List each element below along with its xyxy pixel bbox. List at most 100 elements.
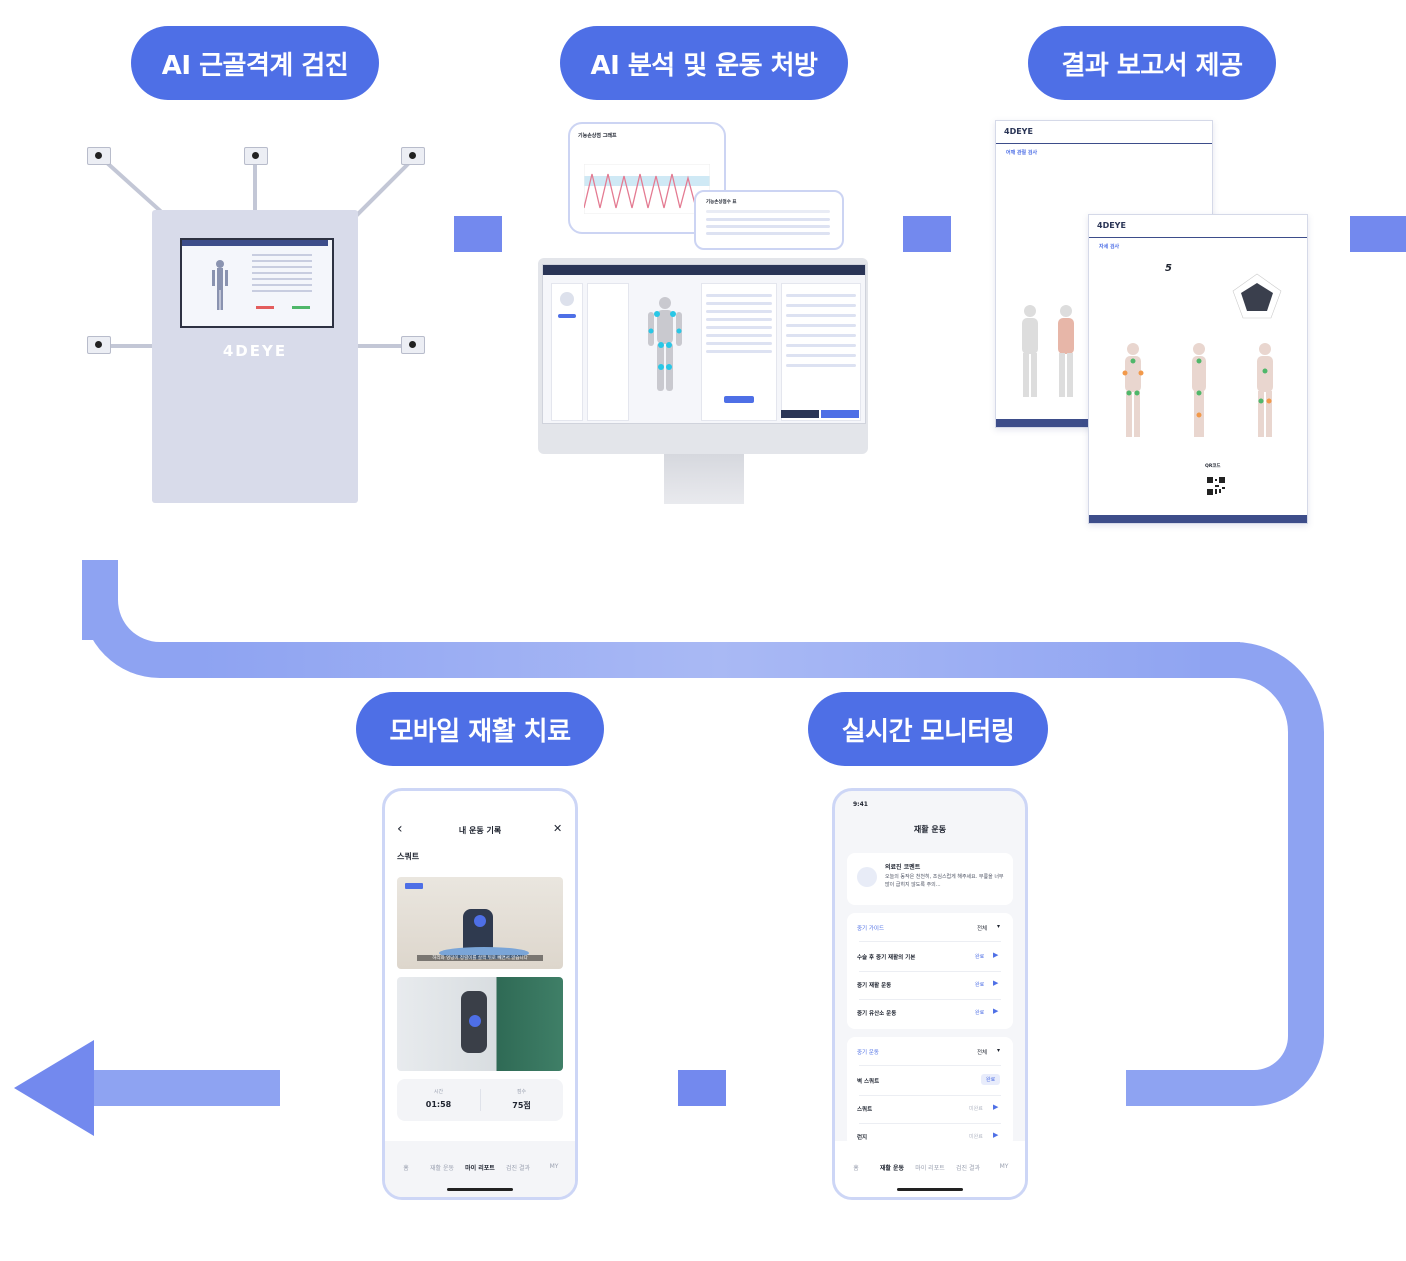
exercise-name: 스쿼트 [397, 852, 420, 861]
status-complete-badge: 완료 [981, 1074, 1001, 1085]
guide-filter[interactable]: 전체 [977, 926, 988, 932]
posture-count: 5 [1165, 263, 1172, 274]
exercise-item[interactable]: 벽 스쿼트 [857, 1079, 880, 1085]
exercise-video-1[interactable]: 허리와 엉덩이 정렬이를 살짝 뒤로 빼면서 앉습니다 [397, 877, 563, 969]
nav-my[interactable]: MY [985, 1163, 1023, 1170]
flow-line-curve-right-bottom [1200, 1000, 1324, 1106]
camera-icon [87, 336, 111, 354]
play-icon[interactable]: ▶ [993, 979, 999, 987]
comment-card: 의료진 코멘트 오늘의 동작은 천천히, 조심스럽게 해주세요. 무릎을 너무 … [847, 853, 1013, 905]
flow-line-bottom-right [1126, 1070, 1206, 1106]
status-time: 9:41 [853, 801, 868, 808]
table-card: 기능손상점수 표 [694, 190, 844, 250]
qr-label: QR코드 [1205, 464, 1221, 469]
nav-result[interactable]: 검진 결과 [949, 1163, 987, 1172]
flow-line-vertical-right [1288, 760, 1324, 1010]
video-caption: 허리와 엉덩이 정렬이를 살짝 뒤로 빼면서 앉습니다 [417, 955, 543, 961]
nav-label: 재활 운동 [879, 1165, 905, 1172]
qr-code-icon [1207, 477, 1225, 495]
time-value: 01:58 [425, 1100, 452, 1109]
nav-report[interactable]: 마이 리포트 [461, 1163, 499, 1172]
nav-label: MY [999, 1163, 1009, 1170]
brand-logo: 4DEYE [222, 342, 288, 360]
chevron-down-icon[interactable]: ▾ [997, 923, 1001, 930]
status-complete: 완료 [975, 982, 985, 988]
table-card-title: 기능손상점수 표 [706, 200, 737, 205]
phone-exercise-record: ‹ 내 운동 기록 ✕ 스쿼트 허리와 엉덩이 정렬이를 살짝 뒤로 빼면서 앉… [382, 788, 578, 1200]
play-icon[interactable]: ▶ [993, 1103, 999, 1111]
bottom-nav: 홈 재활 운동 마이 리포트 검진 결과 MY [385, 1141, 575, 1197]
nav-label: 마이 리포트 [915, 1165, 945, 1172]
monitor-frame [538, 258, 868, 454]
stats-card: 시간 01:58 점수 75점 [397, 1079, 563, 1121]
exercise-section-title: 중기 운동 [857, 1050, 879, 1056]
nav-my[interactable]: MY [535, 1163, 573, 1170]
connector-node-4 [678, 1070, 726, 1106]
step-pill-1: AI 근골격계 검진 [131, 26, 379, 100]
report-brand: 4DEYE [1004, 127, 1033, 136]
connector-node-2 [903, 216, 951, 252]
home-indicator [447, 1188, 513, 1191]
connector-node-3 [1350, 216, 1406, 252]
exercise-card: 중기 운동 전체 ▾ 벽 스쿼트 완료 스쿼트 미완료 ▶ 런지 미완료 ▶ [847, 1037, 1013, 1147]
step-pill-4: 실시간 모니터링 [808, 692, 1048, 766]
guide-card: 중기 가이드 전체 ▾ 수술 후 중기 재활의 기본 완료 ▶ 중기 재활 운동… [847, 913, 1013, 1029]
comment-title: 의료진 코멘트 [885, 864, 921, 871]
flow-line-curve-right-top [1200, 642, 1324, 762]
arrow-left-icon [14, 1040, 94, 1136]
status-incomplete: 미완료 [969, 1106, 983, 1112]
comment-body: 오늘의 동작은 천천히, 조심스럽게 해주세요. 무릎을 너무 많이 굽히지 않… [885, 874, 1004, 888]
nav-label: 마이 리포트 [465, 1165, 495, 1172]
nav-label: 홈 [403, 1165, 409, 1172]
flow-line-curve-top-left [82, 600, 202, 678]
exercise-video-2[interactable] [397, 977, 563, 1071]
play-icon[interactable]: ▶ [993, 951, 999, 959]
connector-node-1 [454, 216, 502, 252]
nav-label: 재활 운동 [430, 1165, 454, 1172]
score-value: 75점 [512, 1101, 531, 1110]
play-icon[interactable] [469, 1015, 481, 1027]
camera-icon [87, 147, 111, 165]
header-title: 내 운동 기록 [458, 826, 502, 835]
exercise-item[interactable]: 런지 [857, 1135, 868, 1141]
nav-home[interactable]: 홈 [837, 1163, 875, 1172]
guide-section-title: 중기 가이드 [857, 926, 885, 932]
report-section-shoulder: 어깨 관절 검사 [1006, 150, 1038, 156]
nav-result[interactable]: 검진 결과 [499, 1163, 537, 1172]
header-title: 재활 운동 [913, 825, 947, 834]
guide-item[interactable]: 수술 후 중기 재활의 기본 [857, 955, 916, 961]
prescribe-button[interactable] [724, 396, 754, 403]
score-label: 점수 [516, 1089, 527, 1095]
step-pill-5: 모바일 재활 치료 [356, 692, 604, 766]
doctor-avatar [857, 867, 877, 887]
nav-label: MY [549, 1163, 559, 1170]
back-icon[interactable]: ‹ [397, 821, 403, 837]
report-page-front: 4DEYE 자세 검사 5 QR코드 [1088, 214, 1308, 524]
flow-line-bottom-left [90, 1070, 280, 1106]
exercise-filter[interactable]: 전체 [977, 1050, 988, 1056]
phone-rehab-exercise: 9:41 재활 운동 의료진 코멘트 오늘의 동작은 천천히, 조심스럽게 해주… [832, 788, 1028, 1200]
status-complete: 완료 [975, 1010, 985, 1016]
nav-rehab[interactable]: 재활 운동 [873, 1163, 911, 1172]
chevron-down-icon[interactable]: ▾ [997, 1047, 1001, 1054]
home-indicator [897, 1188, 963, 1191]
nav-label: 검진 결과 [506, 1165, 530, 1172]
report-brand: 4DEYE [1097, 221, 1126, 230]
nav-label: 검진 결과 [956, 1165, 980, 1172]
graph-card-title: 기능손상점 그래프 [578, 133, 617, 139]
play-icon[interactable] [474, 915, 486, 927]
step-pill-2: AI 분석 및 운동 처방 [560, 26, 848, 100]
guide-item[interactable]: 중기 유산소 운동 [857, 1011, 897, 1017]
nav-label: 홈 [853, 1165, 859, 1172]
close-icon[interactable]: ✕ [553, 822, 563, 835]
nav-home[interactable]: 홈 [387, 1163, 425, 1172]
exercise-item[interactable]: 스쿼트 [857, 1107, 873, 1113]
status-complete: 완료 [975, 954, 985, 960]
nav-report[interactable]: 마이 리포트 [911, 1163, 949, 1172]
play-icon[interactable]: ▶ [993, 1131, 999, 1139]
guide-item[interactable]: 중기 재활 운동 [857, 983, 892, 989]
nav-rehab[interactable]: 재활 운동 [423, 1163, 461, 1172]
bottom-nav: 홈 재활 운동 마이 리포트 검진 결과 MY [835, 1141, 1025, 1197]
play-icon[interactable]: ▶ [993, 1007, 999, 1015]
flow-line-horizontal-middle [200, 642, 1240, 678]
